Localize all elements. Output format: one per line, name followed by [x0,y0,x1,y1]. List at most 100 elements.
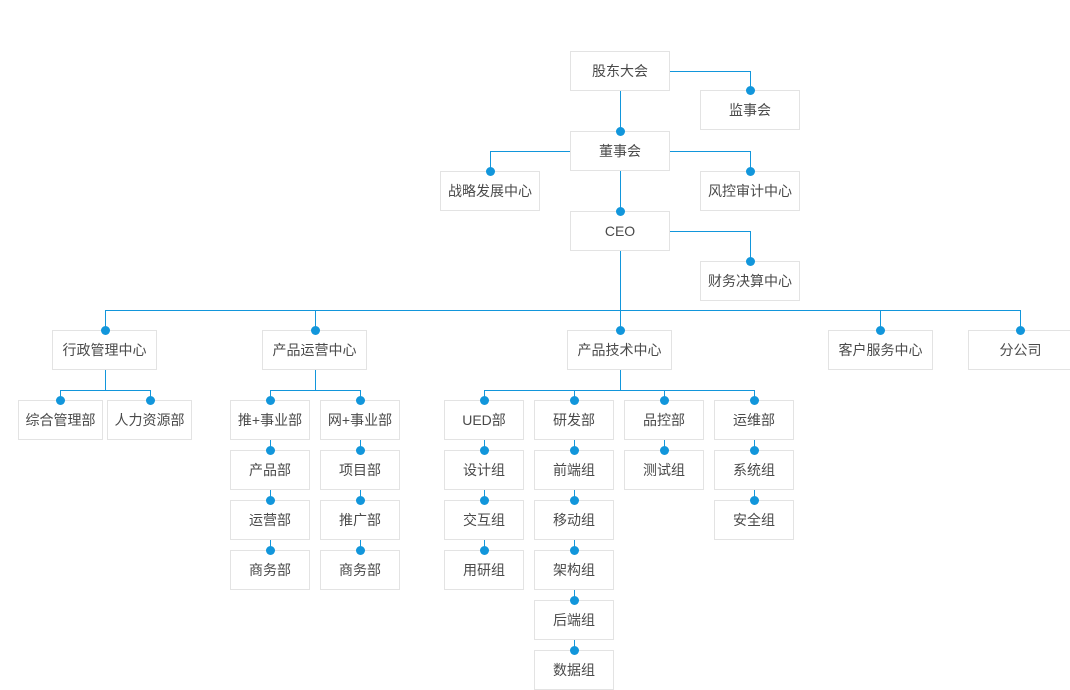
org-node-u1[interactable]: UED部 [444,400,524,440]
connector-board-to-ceo-v [620,171,621,211]
org-node-label: 战略发展中心 [448,182,532,199]
dot-r2 [569,445,579,455]
org-node-p1[interactable]: 推+事业部 [230,400,310,440]
connector-tech-bar [484,390,754,391]
connector-ops-drop-2 [360,390,361,400]
dot-o1 [749,395,759,405]
org-node-t2[interactable]: 测试组 [624,450,704,490]
org-node-label: 数据组 [553,661,595,678]
org-node-label: 安全组 [733,511,775,528]
dot-u3 [479,495,489,505]
dot-u4 [479,545,489,555]
dot-r3 [569,495,579,505]
dot-p3 [265,495,275,505]
org-node-u3[interactable]: 交互组 [444,500,524,540]
org-node-label: 测试组 [643,461,685,478]
connector-bus-drop-branch [1020,310,1021,330]
connector-tech-drop-1 [484,390,485,400]
org-node-o1[interactable]: 运维部 [714,400,794,440]
connector-bus-drop-product-ops [315,310,316,330]
org-node-q2[interactable]: 项目部 [320,450,400,490]
org-node-p2[interactable]: 产品部 [230,450,310,490]
org-node-d1[interactable]: 行政管理中心 [52,330,157,370]
org-node-label: 综合管理部 [25,411,96,428]
org-node-o3[interactable]: 安全组 [714,500,794,540]
dot-service-center [875,325,885,335]
connector-chain-r5-r6 [574,640,575,650]
connector-board-to-risk-v [750,151,751,171]
org-node-q1[interactable]: 网+事业部 [320,400,400,440]
org-node-p3[interactable]: 运营部 [230,500,310,540]
connector-tech-drop-4 [754,390,755,400]
org-node-d3[interactable]: 产品技术中心 [567,330,672,370]
org-node-u4[interactable]: 用研组 [444,550,524,590]
org-node-label: 监事会 [729,101,771,118]
dot-r4 [569,545,579,555]
dot-a2 [145,395,155,405]
connector-board-to-strategy-v [490,151,491,171]
dot-o2 [749,445,759,455]
org-node-d4[interactable]: 客户服务中心 [828,330,933,370]
org-node-d5[interactable]: 分公司 [968,330,1070,370]
org-node-label: 推广部 [339,511,381,528]
connector-admin-drop-2 [150,390,151,400]
org-node-n3[interactable]: 董事会 [570,131,670,171]
connector-ops-drop-1 [270,390,271,400]
dot-p2 [265,445,275,455]
dot-product-ops [310,325,320,335]
org-node-label: 商务部 [339,561,381,578]
org-node-r6[interactable]: 数据组 [534,650,614,690]
org-node-n4[interactable]: 战略发展中心 [440,171,540,211]
org-node-p4[interactable]: 商务部 [230,550,310,590]
org-node-n1[interactable]: 股东大会 [570,51,670,91]
connector-main-bus-h [105,310,1021,311]
org-node-q3[interactable]: 推广部 [320,500,400,540]
org-node-n5[interactable]: 风控审计中心 [700,171,800,211]
org-node-label: 推+事业部 [237,411,303,428]
org-node-label: 分公司 [999,341,1042,358]
org-node-label: 研发部 [553,411,595,428]
connector-chain-p1-p2 [270,440,271,450]
connector-chain-q3-q4 [360,540,361,550]
dot-o3 [749,495,759,505]
org-node-r1[interactable]: 研发部 [534,400,614,440]
org-node-d2[interactable]: 产品运营中心 [262,330,367,370]
org-node-u2[interactable]: 设计组 [444,450,524,490]
connector-admin-bar [60,390,150,391]
connector-chain-p2-p3 [270,490,271,500]
org-node-a1[interactable]: 综合管理部 [18,400,103,440]
dot-r5 [569,595,579,605]
org-node-label: 品控部 [643,411,685,428]
dot-risk [745,166,755,176]
org-node-n6[interactable]: CEO [570,211,670,251]
org-node-label: 财务决算中心 [708,272,792,289]
org-node-q4[interactable]: 商务部 [320,550,400,590]
connector-tech-stem [620,370,621,390]
org-node-r4[interactable]: 架构组 [534,550,614,590]
dot-strategy [485,166,495,176]
org-node-o2[interactable]: 系统组 [714,450,794,490]
org-node-r5[interactable]: 后端组 [534,600,614,640]
org-node-label: 运维部 [733,411,775,428]
org-node-n2[interactable]: 监事会 [700,90,800,130]
org-node-label: 产品技术中心 [577,341,662,358]
org-node-r3[interactable]: 移动组 [534,500,614,540]
org-node-n7[interactable]: 财务决算中心 [700,261,800,301]
connector-chain-o2-o3 [754,490,755,500]
connector-shareholders-to-supervisors-v [750,71,751,90]
connector-shareholders-to-supervisors-h [670,71,750,72]
org-node-label: 用研组 [463,561,505,578]
org-node-t1[interactable]: 品控部 [624,400,704,440]
connector-board-to-risk-h [670,151,750,152]
dot-u2 [479,445,489,455]
dot-product-tech [615,325,625,335]
org-node-label: 网+事业部 [327,411,393,428]
connector-tech-drop-2 [574,390,575,400]
connector-ceo-to-finance-h [670,231,750,232]
connector-chain-r2-r3 [574,490,575,500]
connector-board-to-strategy-h [490,151,570,152]
dot-q4 [355,545,365,555]
org-node-a2[interactable]: 人力资源部 [107,400,192,440]
org-node-r2[interactable]: 前端组 [534,450,614,490]
org-node-label: 移动组 [553,511,595,528]
